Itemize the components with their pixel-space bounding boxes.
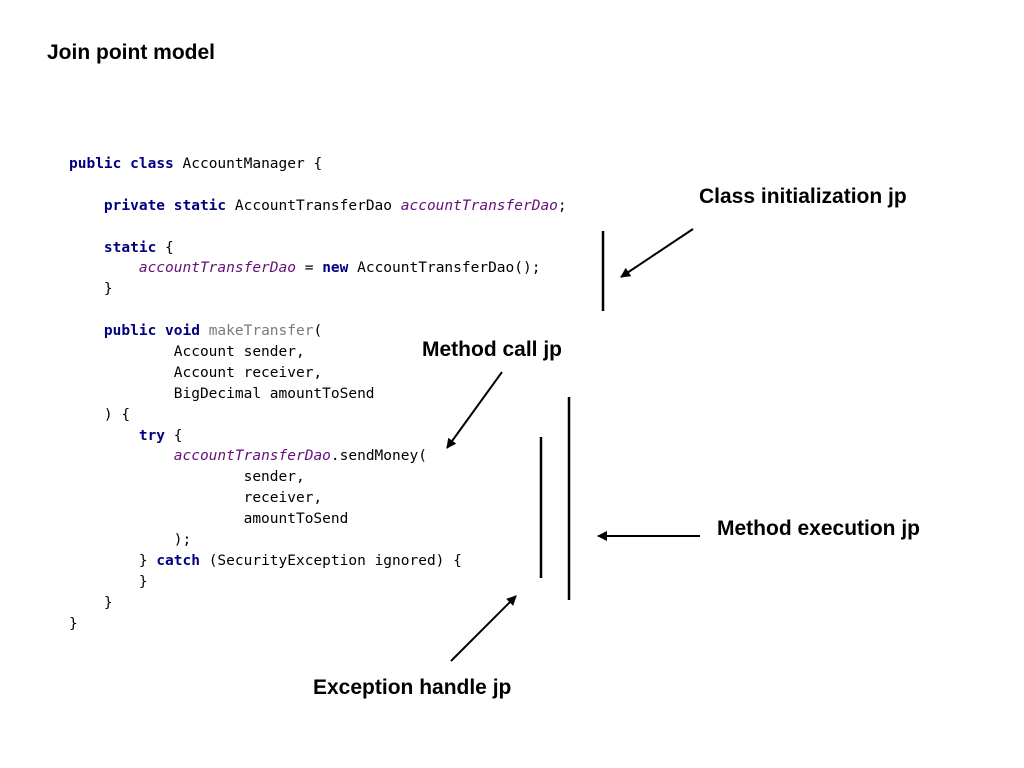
code-method-name: makeTransfer bbox=[208, 323, 314, 340]
code-line: Account receiver, bbox=[69, 363, 567, 384]
code-text: receiver, bbox=[69, 490, 323, 507]
code-line: } bbox=[69, 593, 567, 614]
exception-handle-arrow bbox=[450, 595, 517, 662]
code-line: } bbox=[69, 572, 567, 593]
code-keyword: public bbox=[103, 323, 157, 340]
method-call-arrow bbox=[446, 371, 503, 449]
method-execution-label: Method execution jp bbox=[717, 517, 921, 540]
code-text: AccountTransferDao(); bbox=[348, 260, 541, 277]
code-text: BigDecimal amountToSend bbox=[69, 385, 375, 402]
code-text: Account receiver, bbox=[69, 364, 323, 381]
code-text: ) { bbox=[69, 406, 131, 423]
code-text: AccountTransferDao bbox=[226, 197, 401, 214]
code-block: public class AccountManager { private st… bbox=[69, 154, 567, 634]
page-title: Join point model bbox=[47, 41, 215, 64]
code-line: } bbox=[69, 614, 567, 635]
code-line: BigDecimal amountToSend bbox=[69, 384, 567, 405]
code-keyword: try bbox=[138, 427, 166, 444]
code-text: sender, bbox=[69, 469, 305, 486]
code-line: accountTransferDao = new AccountTransfer… bbox=[69, 258, 567, 279]
code-line: Account sender, bbox=[69, 342, 567, 363]
code-line: ) { bbox=[69, 405, 567, 426]
code-line: static { bbox=[69, 238, 567, 259]
code-text: { bbox=[156, 239, 174, 256]
code-line: public class AccountManager { bbox=[69, 154, 567, 175]
code-text: } bbox=[69, 573, 148, 590]
code-keyword: static bbox=[173, 197, 227, 214]
code-text: ( bbox=[313, 323, 323, 340]
code-text: } bbox=[69, 615, 78, 632]
code-keyword: new bbox=[322, 260, 349, 277]
code-text: .sendMoney( bbox=[330, 448, 427, 465]
code-keyword: catch bbox=[156, 552, 200, 569]
code-text: = bbox=[295, 260, 323, 277]
code-text: } bbox=[69, 552, 157, 569]
code-keyword: public bbox=[69, 156, 122, 172]
code-field: accountTransferDao bbox=[400, 197, 558, 214]
code-field: accountTransferDao bbox=[138, 260, 296, 277]
class-init-arrow bbox=[620, 228, 694, 278]
code-line: try { bbox=[69, 426, 567, 447]
code-line: public void makeTransfer( bbox=[69, 321, 567, 342]
code-text: amountToSend bbox=[69, 511, 349, 528]
code-line: sender, bbox=[69, 467, 567, 488]
code-line: amountToSend bbox=[69, 509, 567, 530]
class-initialization-label: Class initialization jp bbox=[699, 185, 907, 208]
method-call-label: Method call jp bbox=[422, 338, 563, 361]
code-line: } bbox=[69, 279, 567, 300]
code-line: ); bbox=[69, 530, 567, 551]
code-text: Account sender, bbox=[69, 344, 305, 361]
code-line: } catch (SecurityException ignored) { bbox=[69, 551, 567, 572]
code-field: accountTransferDao bbox=[173, 448, 331, 465]
code-text: (SecurityException ignored) { bbox=[199, 552, 462, 569]
code-line: accountTransferDao.sendMoney( bbox=[69, 446, 567, 467]
code-keyword: private bbox=[103, 197, 166, 214]
code-line: receiver, bbox=[69, 488, 567, 509]
code-line: private static AccountTransferDao accoun… bbox=[69, 196, 567, 217]
code-text: ); bbox=[69, 532, 192, 549]
code-text: { bbox=[165, 427, 183, 444]
code-text: } bbox=[69, 594, 113, 611]
code-keyword: class bbox=[130, 156, 174, 172]
exception-handle-label: Exception handle jp bbox=[313, 676, 512, 699]
code-text: AccountManager { bbox=[173, 156, 323, 172]
code-keyword: static bbox=[103, 239, 157, 256]
code-text: ; bbox=[557, 197, 567, 214]
code-text: } bbox=[69, 281, 113, 298]
code-keyword: void bbox=[165, 323, 200, 340]
